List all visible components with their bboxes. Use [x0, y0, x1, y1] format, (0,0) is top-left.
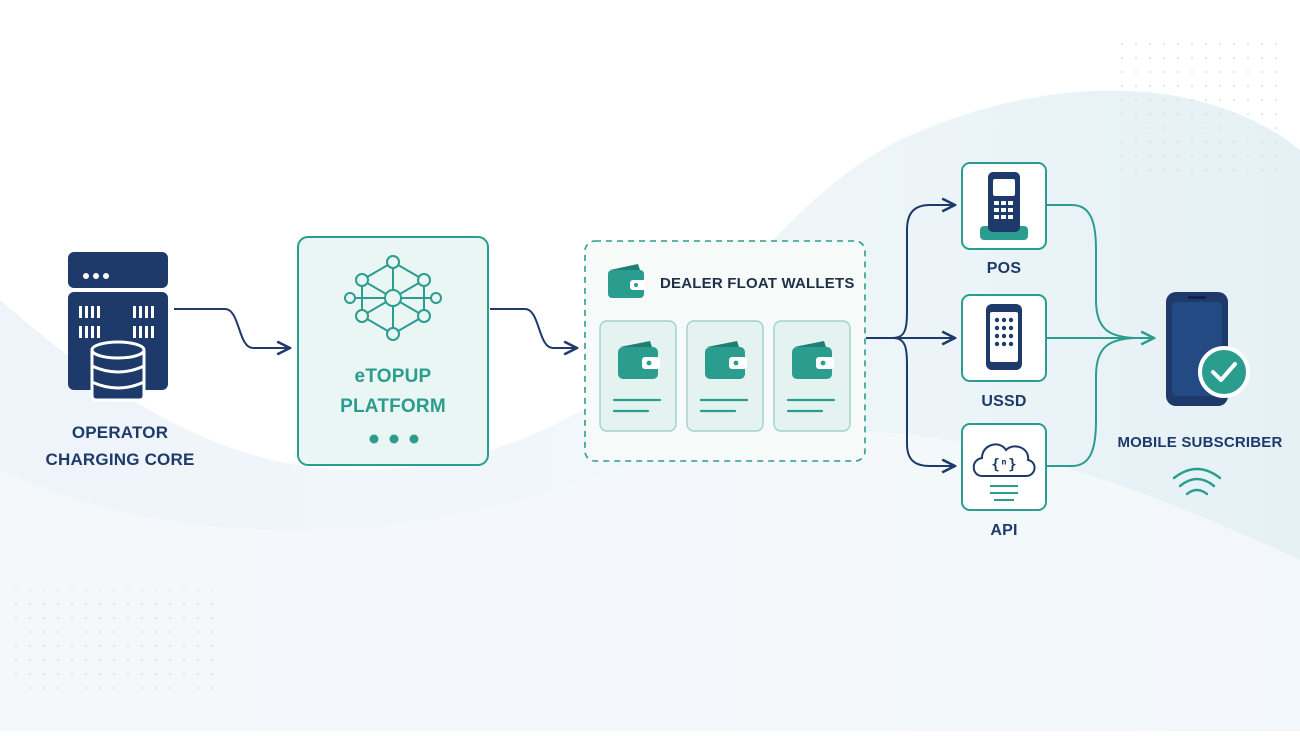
connector-operator-platform [174, 308, 290, 348]
wallet-card [686, 320, 764, 432]
channel-api-box: {ⁿ} [961, 423, 1047, 511]
wallet-icon [792, 341, 834, 379]
server-database-icon [68, 252, 168, 402]
channel-pos-box [961, 162, 1047, 250]
operator-label-line2: CHARGING CORE [45, 450, 195, 469]
platform-box [297, 236, 489, 466]
wifi-signal-icon [1172, 467, 1222, 496]
network-hub-icon [344, 255, 442, 341]
wallet-icon [618, 341, 660, 379]
channel-label-api: API [990, 522, 1018, 539]
wallet-card [773, 320, 851, 432]
pos-terminal-icon [980, 172, 1028, 240]
cloud-api-icon: {ⁿ} [972, 443, 1036, 501]
channel-label-ussd: USSD [981, 393, 1027, 410]
platform-label-line1: eTOPUP [354, 366, 432, 387]
dot-grid-bottom-left [8, 590, 223, 700]
wallets-title: DEALER FLOAT WALLETS [660, 275, 855, 292]
operator-label-line1: OPERATOR [71, 423, 169, 442]
connector-wallets-api [866, 337, 955, 466]
channel-label-pos: POS [986, 260, 1022, 277]
dot-grid-top-right [1118, 32, 1278, 172]
connector-wallets-pos [866, 205, 955, 339]
connector-pos-subscriber [1046, 204, 1136, 339]
wallets-container [584, 240, 866, 462]
phone-check-icon [1166, 292, 1250, 406]
more-dots-icon [369, 434, 419, 444]
channel-ussd-box [961, 294, 1047, 382]
connector-api-subscriber [1046, 337, 1136, 467]
wallet-card [599, 320, 677, 432]
smartphone-keypad-icon [986, 304, 1022, 370]
wallet-title-icon [608, 264, 646, 298]
svg-text:{ⁿ}: {ⁿ} [991, 457, 1016, 473]
connector-platform-wallets [490, 308, 577, 348]
platform-label-line2: PLATFORM [340, 396, 446, 417]
wallet-icon [705, 341, 747, 379]
subscriber-label: MOBILE SUBSCRIBER [1117, 434, 1283, 451]
